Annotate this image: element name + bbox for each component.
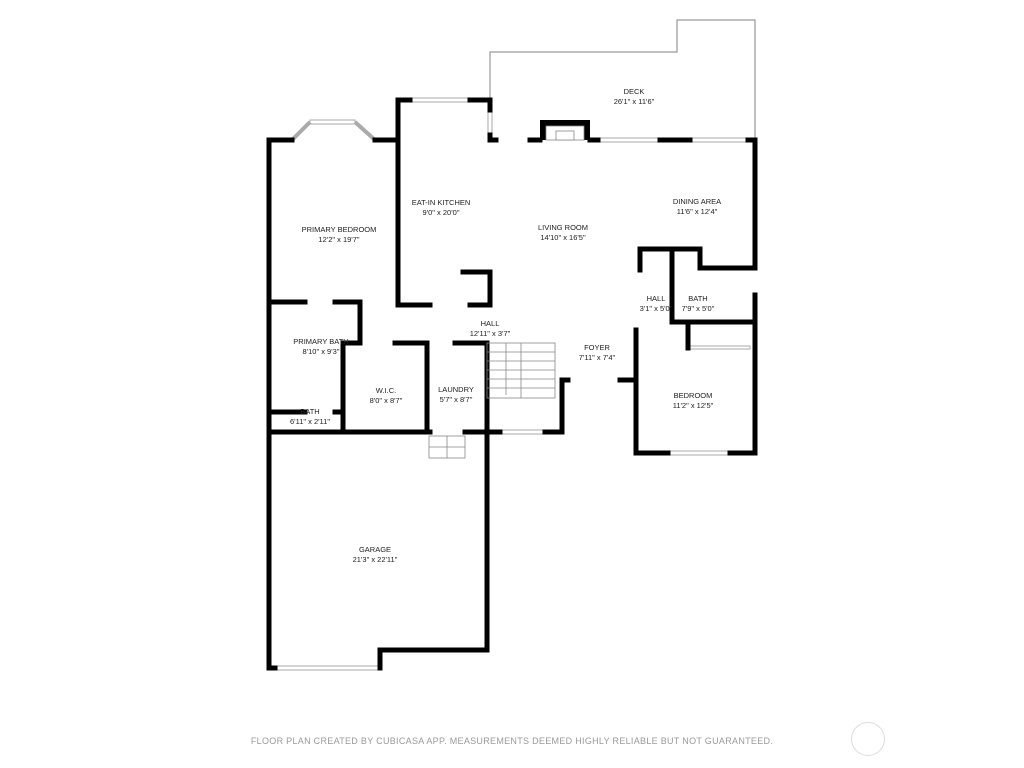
room-size: 21'3" x 22'11" [352,555,398,564]
room-size: 9'0" x 20'0" [422,208,460,217]
room-size: 11'6" x 12'4" [676,207,718,216]
room-name: HALL [480,319,500,328]
stairs [428,342,556,459]
room-name: BATH [300,407,320,416]
room-size: 7'9" x 5'0" [681,304,715,313]
room-name: LIVING ROOM [537,223,589,232]
room-size: 26'1" x 11'6" [613,97,655,106]
room-name: FOYER [584,343,610,352]
room-name: LAUNDRY [438,385,474,394]
walls [266,97,758,671]
fireplace [540,120,590,141]
room-size: 7'11" x 7'4" [578,353,616,362]
room-size: 11'2" x 12'5" [672,401,714,410]
room-name: DECK [623,87,645,96]
disclaimer-footer: FLOOR PLAN CREATED BY CUBICASA APP. MEAS… [250,736,774,746]
room-name: W.I.C. [375,386,397,395]
room-size: 8'0" x 8'7" [369,396,403,405]
room-name: HALL [646,294,666,303]
compass-icon [851,722,885,756]
room-size: 5'7" x 8'7" [439,395,473,404]
windows [266,97,751,671]
room-size: 14'10" x 16'5" [540,233,586,242]
deck-outline [489,19,756,140]
room-size: 12'2" x 19'7" [318,235,360,244]
room-size: 12'11" x 3'7" [469,329,511,338]
room-name: GARAGE [358,545,392,554]
room-name: PRIMARY BATH [293,337,349,346]
room-size: 6'11" x 2'11" [289,417,331,426]
room-size: 8'10" x 9'3" [302,347,340,356]
room-label-wic: W.I.C.8'0" x 8'7" [370,386,403,406]
room-name: PRIMARY BEDROOM [301,225,377,234]
room-name: EAT-IN KITCHEN [411,198,471,207]
room-name: BATH [688,294,708,303]
room-size: 3'1" x 5'0" [639,304,673,313]
room-name: BEDROOM [673,391,713,400]
room-name: DINING AREA [672,197,722,206]
